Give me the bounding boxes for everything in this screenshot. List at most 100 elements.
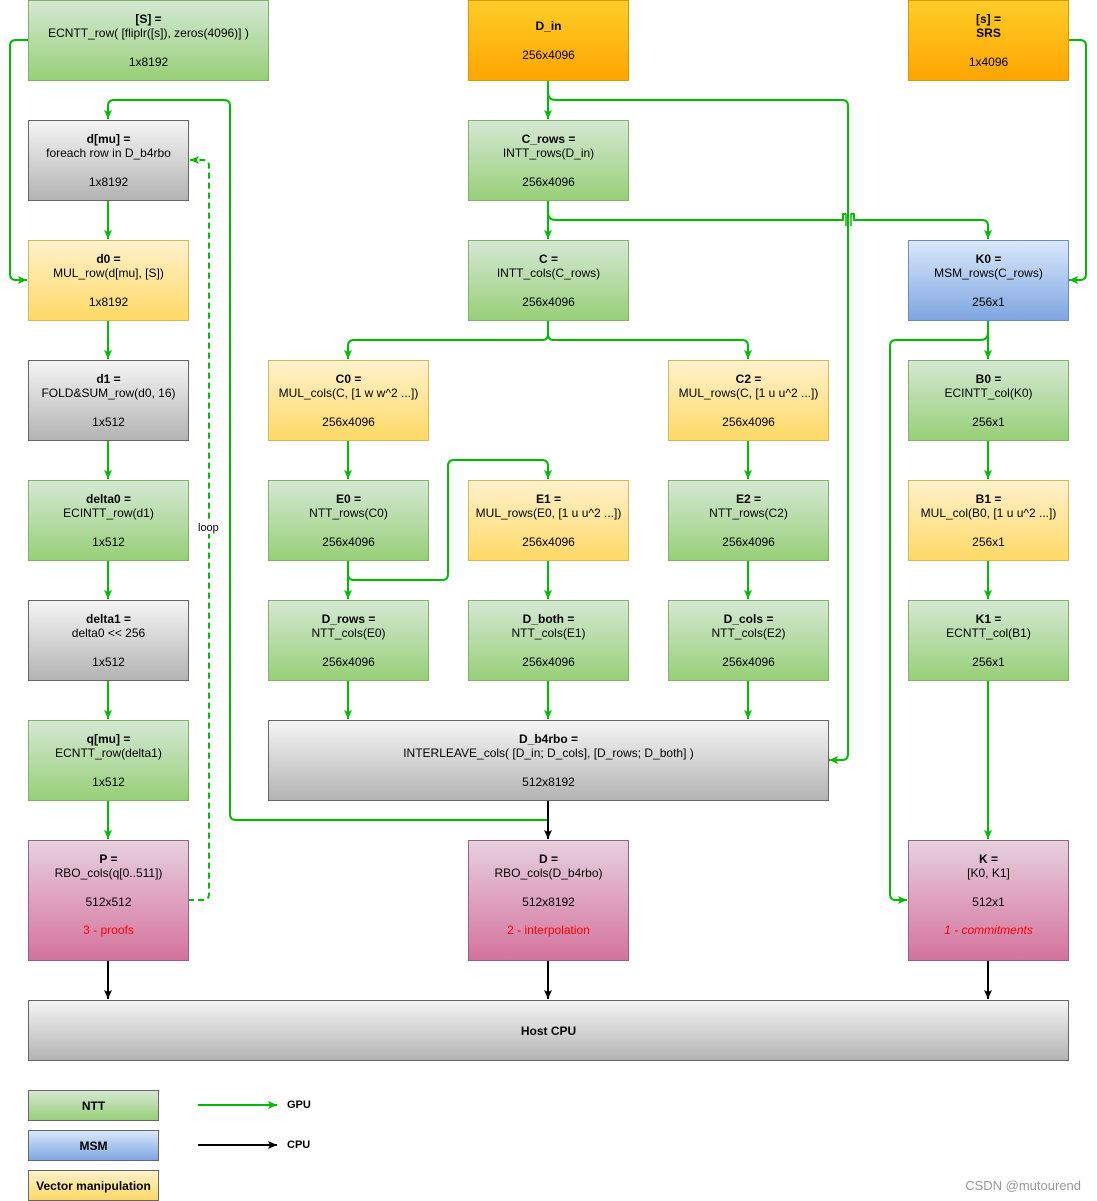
node-title: E0 = (335, 492, 362, 506)
node-D-both[interactable]: D_both = NTT_cols(E1) 256x4096 (468, 600, 629, 681)
node-expr: NTT_rows(C0) (309, 506, 388, 520)
node-C0[interactable]: C0 = MUL_cols(C, [1 w w^2 ...]) 256x4096 (268, 360, 429, 441)
node-title: K0 = (975, 252, 1002, 266)
node-K[interactable]: K = [K0, K1] 512x1 1 - commitments (908, 840, 1069, 961)
node-expr: ECNTT_row( [fliplr([s]), zeros(4096)] ) (48, 26, 249, 40)
node-title: B0 = (975, 372, 1002, 386)
node-expr: MSM_rows(C_rows) (934, 266, 1043, 280)
node-q-mu[interactable]: q[mu] = ECNTT_row(delta1) 1x512 (28, 720, 189, 801)
node-dims: 512x8192 (522, 775, 575, 789)
node-K0[interactable]: K0 = MSM_rows(C_rows) 256x1 (908, 240, 1069, 321)
node-title: [S] = (135, 12, 162, 26)
node-B1[interactable]: B1 = MUL_col(B0, [1 u u^2 ...]) 256x1 (908, 480, 1069, 561)
node-expr: MUL_rows(E0, [1 u u^2 ...]) (475, 506, 622, 520)
node-dims: 256x4096 (522, 535, 575, 549)
node-expr: RBO_cols(q[0..511]) (54, 866, 163, 880)
node-title: E1 = (535, 492, 562, 506)
node-note: 2 - interpolation (507, 923, 590, 937)
node-C-rows[interactable]: C_rows = INTT_rows(D_in) 256x4096 (468, 120, 629, 201)
node-title: Host CPU (520, 1023, 577, 1038)
node-title: d1 = (96, 372, 121, 386)
node-expr: ECNTT_row(delta1) (55, 746, 162, 760)
node-expr: MUL_col(B0, [1 u u^2 ...]) (920, 506, 1057, 520)
node-dims: 1x512 (92, 775, 125, 789)
node-title: K = (978, 852, 998, 866)
node-dims: 1x512 (92, 415, 125, 429)
node-E2[interactable]: E2 = NTT_rows(C2) 256x4096 (668, 480, 829, 561)
node-expr: ECNTT_col(B1) (946, 626, 1031, 640)
node-expr: NTT_cols(E1) (511, 626, 586, 640)
node-title: q[mu] = (86, 732, 131, 746)
node-dims: 512x512 (85, 895, 132, 909)
node-title: D = (538, 852, 558, 866)
loop-label: loop (197, 522, 220, 534)
node-S[interactable]: [S] = ECNTT_row( [fliplr([s]), zeros(409… (28, 0, 269, 81)
node-expr: [K0, K1] (967, 866, 1010, 880)
node-C[interactable]: C = INTT_cols(C_rows) 256x4096 (468, 240, 629, 321)
node-note: 3 - proofs (83, 923, 134, 937)
node-D-b4rbo[interactable]: D_b4rbo = INTERLEAVE_cols( [D_in; D_cols… (268, 720, 829, 801)
node-expr: delta0 << 256 (71, 626, 146, 640)
edge-S-d0 (9, 39, 28, 284)
node-dims: 1x8192 (88, 175, 129, 189)
node-title: d[mu] = (86, 132, 131, 146)
node-dims: 256x4096 (722, 535, 775, 549)
node-D-cols[interactable]: D_cols = NTT_cols(E2) 256x4096 (668, 600, 829, 681)
node-title: delta0 = (85, 492, 132, 506)
node-title: C2 = (735, 372, 762, 386)
legend-msm: MSM (28, 1130, 159, 1161)
node-expr: INTERLEAVE_cols( [D_in; D_cols], [D_rows… (403, 746, 694, 760)
node-expr: SRS (976, 26, 1001, 40)
node-dims: 1x4096 (968, 55, 1009, 69)
node-D[interactable]: D = RBO_cols(D_b4rbo) 512x8192 2 - inter… (468, 840, 629, 961)
node-K1[interactable]: K1 = ECNTT_col(B1) 256x1 (908, 600, 1069, 681)
node-dims: 1x8192 (88, 295, 129, 309)
node-dims: 256x4096 (522, 655, 575, 669)
legend-gpu-label: GPU (287, 1099, 311, 1111)
node-C2[interactable]: C2 = MUL_rows(C, [1 u u^2 ...]) 256x4096 (668, 360, 829, 441)
node-dims: 256x1 (972, 295, 1005, 309)
node-B0[interactable]: B0 = ECINTT_col(K0) 256x1 (908, 360, 1069, 441)
node-E1[interactable]: E1 = MUL_rows(E0, [1 u u^2 ...]) 256x409… (468, 480, 629, 561)
node-d-mu[interactable]: d[mu] = foreach row in D_b4rbo 1x8192 (28, 120, 189, 201)
node-dims: 256x4096 (322, 655, 375, 669)
edge-E0-E1 (347, 459, 552, 581)
node-dims: 256x1 (972, 415, 1005, 429)
edge-Din-Db4rbo (547, 91, 849, 764)
node-host-cpu[interactable]: Host CPU (28, 1000, 1069, 1061)
node-s-srs[interactable]: [s] = SRS 1x4096 (908, 0, 1069, 81)
edge-Crows-K0 (547, 211, 988, 239)
node-expr: MUL_row(d[mu], [S]) (53, 266, 164, 280)
node-title: C = (538, 252, 558, 266)
watermark: CSDN @mutourend (965, 1178, 1081, 1193)
node-D-in[interactable]: D_in 256x4096 (468, 0, 629, 81)
node-title: C0 = (335, 372, 362, 386)
node-title: D_both = (522, 612, 575, 626)
node-title: C_rows = (521, 132, 576, 146)
node-note: 1 - commitments (944, 923, 1033, 937)
node-E0[interactable]: E0 = NTT_rows(C0) 256x4096 (268, 480, 429, 561)
node-expr: INTT_cols(C_rows) (496, 266, 601, 280)
node-expr: ECINTT_row(d1) (63, 506, 154, 520)
node-D-rows[interactable]: D_rows = NTT_cols(E0) 256x4096 (268, 600, 429, 681)
legend-ntt: NTT (28, 1090, 159, 1121)
node-title: D_rows = (321, 612, 376, 626)
node-d1[interactable]: d1 = FOLD&SUM_row(d0, 16) 1x512 (28, 360, 189, 441)
node-dims: 256x4096 (722, 415, 775, 429)
edge-SRS-K0 (1068, 39, 1087, 284)
node-expr: NTT_cols(E0) (311, 626, 386, 640)
node-title: D_cols = (723, 612, 774, 626)
node-d0[interactable]: d0 = MUL_row(d[mu], [S]) 1x8192 (28, 240, 189, 321)
node-dims: 256x4096 (322, 535, 375, 549)
node-title: [s] = (975, 12, 1001, 26)
node-delta0[interactable]: delta0 = ECINTT_row(d1) 1x512 (28, 480, 189, 561)
edge-K0-K (889, 331, 989, 904)
node-dims: 512x8192 (522, 895, 575, 909)
node-expr: INTT_rows(D_in) (502, 146, 595, 160)
node-title: E2 = (735, 492, 762, 506)
node-expr: RBO_cols(D_b4rbo) (494, 866, 603, 880)
node-expr: MUL_cols(C, [1 w w^2 ...]) (278, 386, 419, 400)
node-delta1[interactable]: delta1 = delta0 << 256 1x512 (28, 600, 189, 681)
node-dims: 1x512 (92, 535, 125, 549)
node-P[interactable]: P = RBO_cols(q[0..511]) 512x512 3 - proo… (28, 840, 189, 961)
